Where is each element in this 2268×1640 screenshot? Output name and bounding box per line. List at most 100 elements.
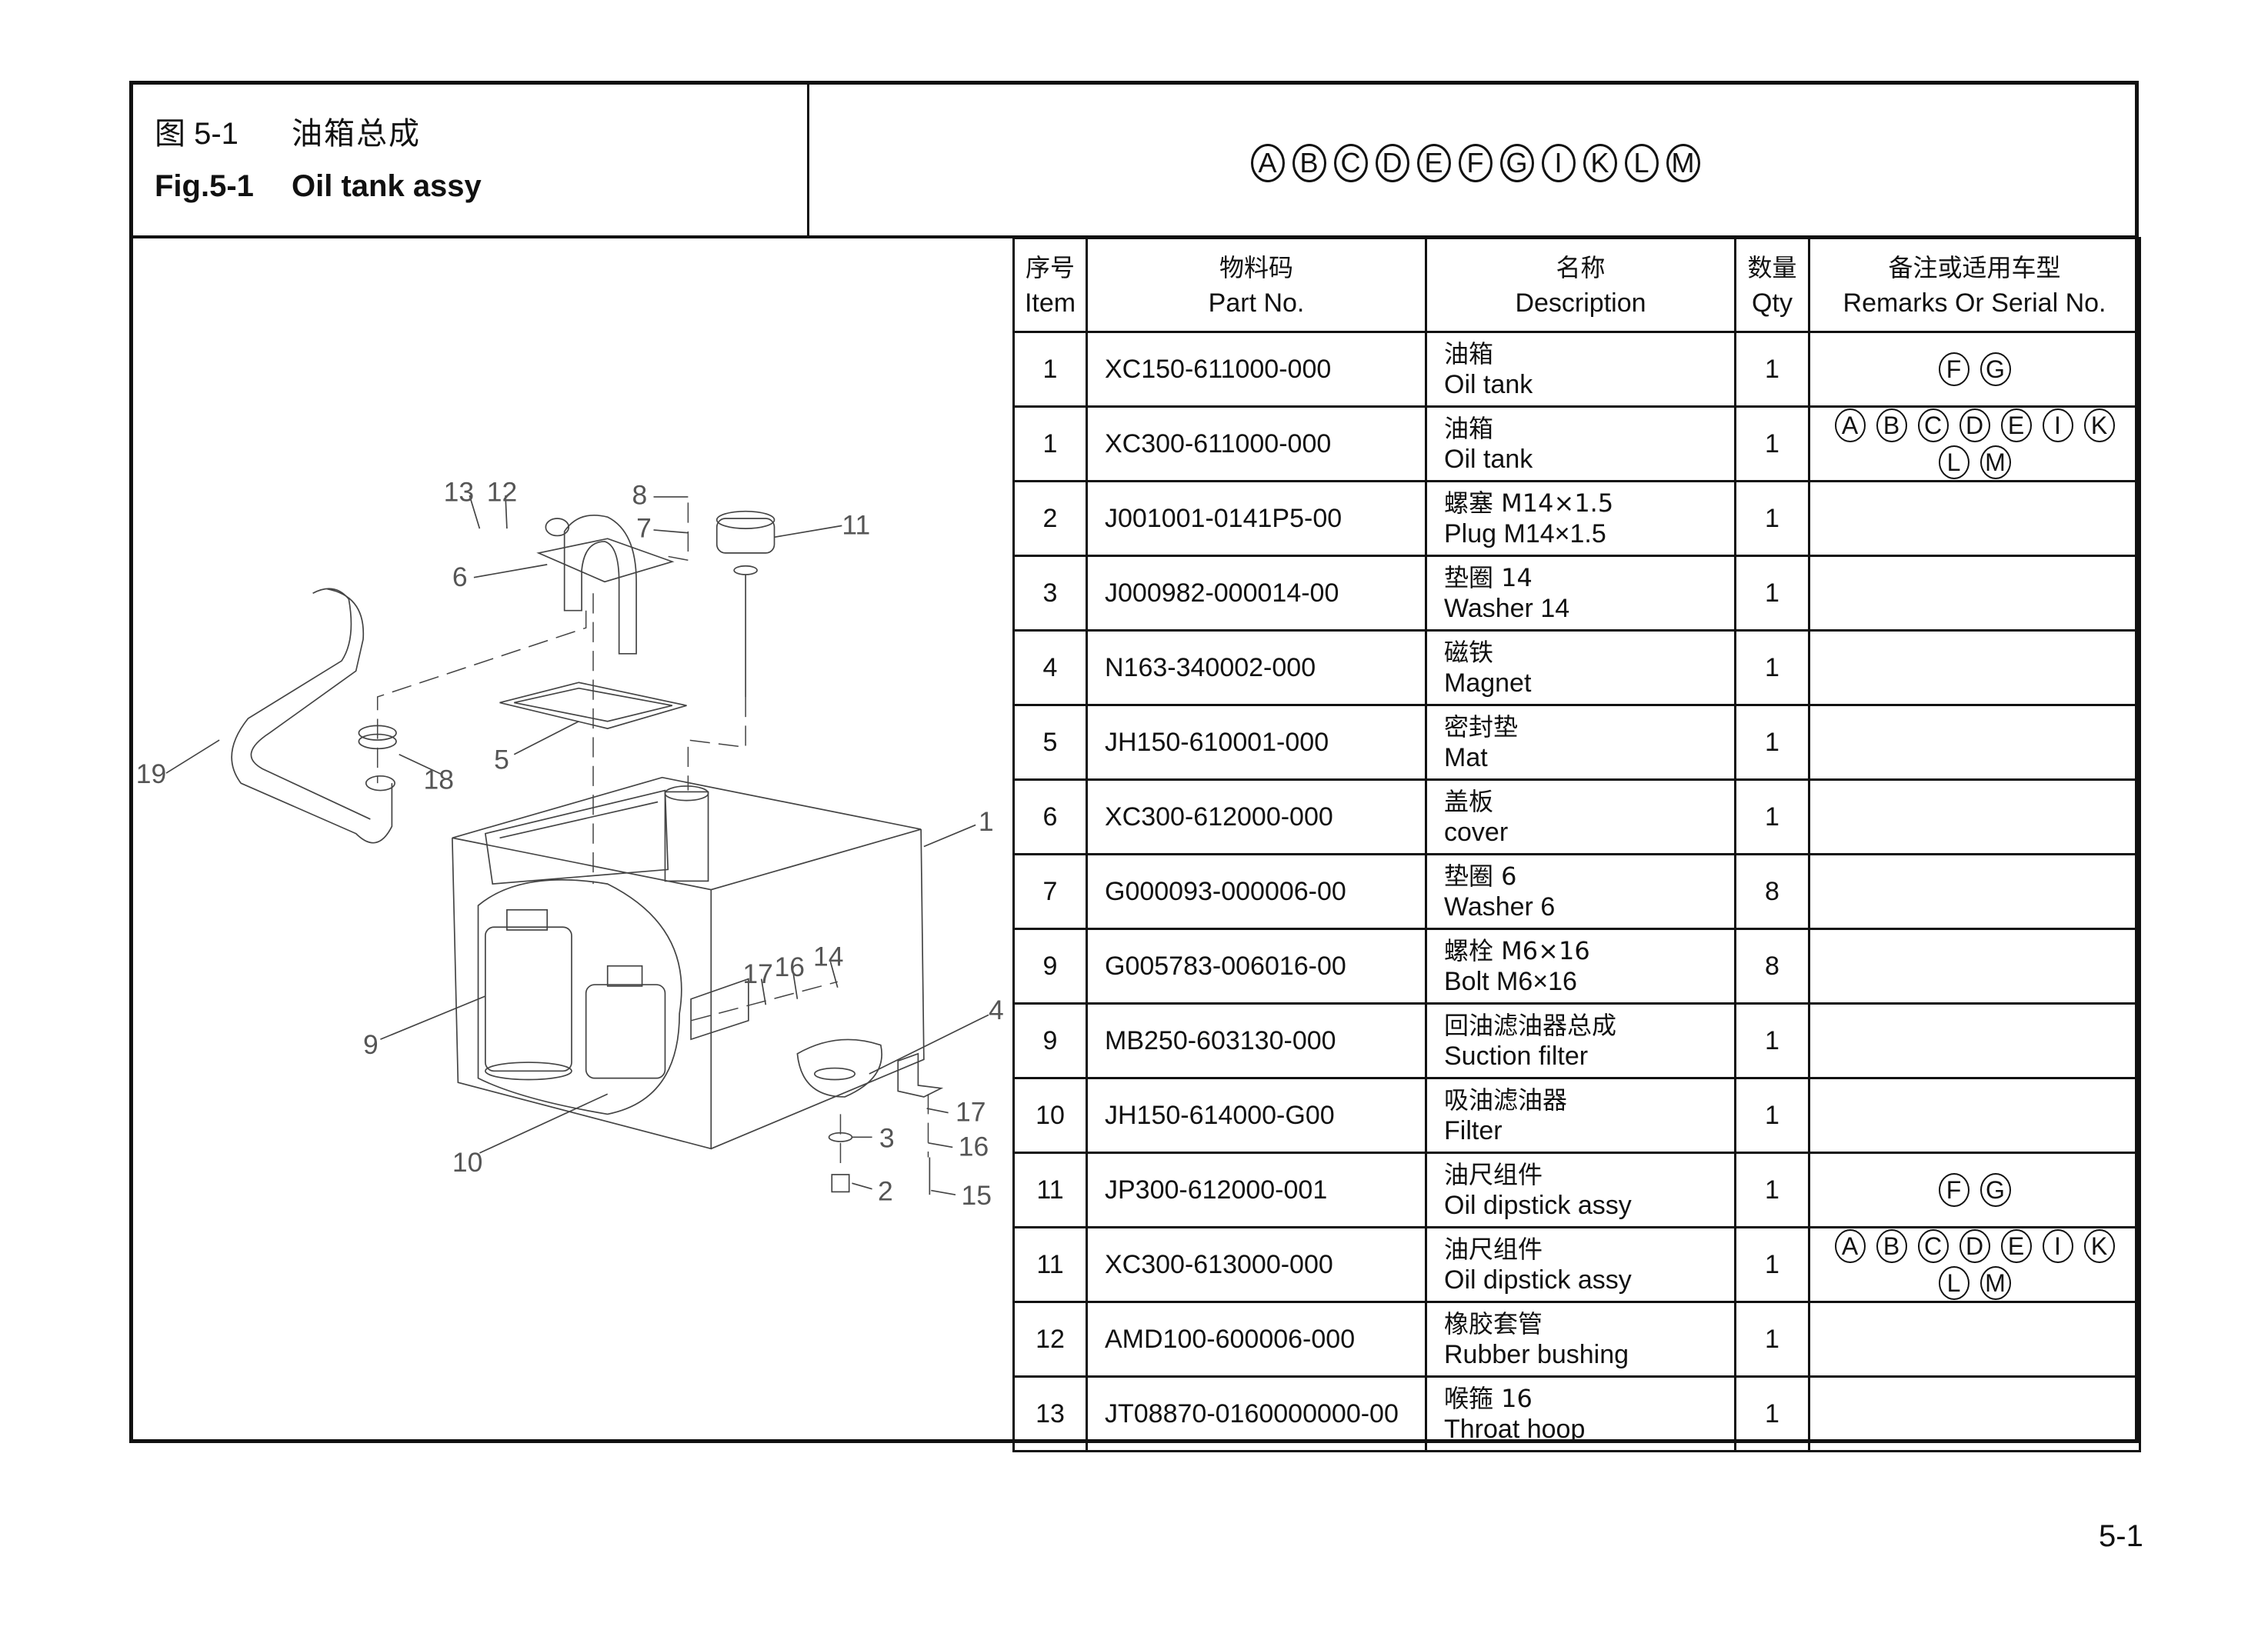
part-number: JT08870-0160000000-00 bbox=[1086, 1375, 1427, 1452]
model-badge-c: C bbox=[1333, 144, 1368, 182]
model-badge-i: I bbox=[1541, 144, 1576, 182]
description-en: Oil dipstick assy bbox=[1444, 1191, 1632, 1220]
description-en: Oil tank bbox=[1444, 445, 1533, 474]
callout-label: 3 bbox=[879, 1122, 895, 1153]
quantity: 8 bbox=[1734, 853, 1810, 930]
quantity: 1 bbox=[1734, 1301, 1810, 1378]
item-number: 7 bbox=[1012, 853, 1088, 930]
model-badge-l: L bbox=[1938, 445, 1969, 479]
model-badge-g: G bbox=[1499, 144, 1534, 182]
part-number: XC300-612000-000 bbox=[1086, 778, 1427, 855]
callout-label: 16 bbox=[959, 1132, 989, 1162]
remarks bbox=[1808, 1002, 2141, 1079]
model-badge-m: M bbox=[1979, 445, 2011, 479]
remarks bbox=[1808, 1077, 2141, 1154]
model-badge-b: B bbox=[1876, 1229, 1907, 1263]
quantity: 1 bbox=[1734, 704, 1810, 781]
callout-label: 5 bbox=[494, 744, 509, 775]
quantity: 1 bbox=[1734, 480, 1810, 557]
model-badge-a: A bbox=[1834, 408, 1866, 442]
description-cn: 垫圈 6 bbox=[1444, 862, 1517, 891]
quantity: 1 bbox=[1734, 1226, 1810, 1303]
callout-label: 17 bbox=[956, 1097, 986, 1128]
item-number: 9 bbox=[1012, 1002, 1088, 1079]
item-number: 1 bbox=[1012, 405, 1088, 482]
remarks bbox=[1808, 928, 2141, 1005]
model-badge-a: A bbox=[1834, 1229, 1866, 1263]
item-number: 12 bbox=[1012, 1301, 1088, 1378]
model-badge-c: C bbox=[1917, 408, 1949, 442]
item-number: 6 bbox=[1012, 778, 1088, 855]
part-number: MB250-603130-000 bbox=[1086, 1002, 1427, 1079]
item-number: 13 bbox=[1012, 1375, 1088, 1452]
part-number: J001001-0141P5-00 bbox=[1086, 480, 1427, 557]
description-cn: 盖板 bbox=[1444, 787, 1494, 816]
description-cn: 油箱 bbox=[1444, 414, 1494, 443]
header-vertical-divider bbox=[807, 81, 809, 237]
model-badge-b: B bbox=[1292, 144, 1326, 182]
part-number: G000093-000006-00 bbox=[1086, 853, 1427, 930]
description-en: Oil tank bbox=[1444, 370, 1533, 399]
model-badge-f: F bbox=[1938, 1173, 1969, 1207]
part-number: N163-340002-000 bbox=[1086, 629, 1427, 706]
description-en: Suction filter bbox=[1444, 1042, 1589, 1071]
description-en: Oil dipstick assy bbox=[1444, 1265, 1632, 1295]
part-number: JP300-612000-001 bbox=[1086, 1152, 1427, 1228]
description-cn: 油箱 bbox=[1444, 339, 1494, 368]
model-badge-f: F bbox=[1938, 352, 1969, 386]
quantity: 1 bbox=[1734, 405, 1810, 482]
description-cn: 吸油滤油器 bbox=[1444, 1085, 1568, 1115]
item-number: 2 bbox=[1012, 480, 1088, 557]
model-badge-k: K bbox=[2083, 1229, 2115, 1263]
description-en: cover bbox=[1444, 818, 1509, 847]
description-en: Washer 6 bbox=[1444, 892, 1556, 922]
description-cn: 密封垫 bbox=[1444, 712, 1519, 742]
model-badge-l: L bbox=[1938, 1266, 1969, 1300]
model-badge-m: M bbox=[1979, 1266, 2011, 1300]
description-cn: 螺栓 M6×16 bbox=[1444, 936, 1590, 965]
remarks bbox=[1808, 480, 2141, 557]
quantity: 1 bbox=[1734, 778, 1810, 855]
callout-label: 7 bbox=[636, 512, 652, 543]
callout-label: 12 bbox=[487, 477, 517, 508]
description-en: Washer 14 bbox=[1444, 594, 1570, 623]
description-cn: 螺塞 M14×1.5 bbox=[1444, 488, 1614, 518]
model-badge-k: K bbox=[1583, 144, 1617, 182]
callout-label: 1 bbox=[979, 806, 994, 837]
callout-label: 6 bbox=[452, 562, 468, 592]
item-number: 4 bbox=[1012, 629, 1088, 706]
callout-label: 8 bbox=[632, 479, 647, 510]
remarks bbox=[1808, 778, 2141, 855]
model-badge-l: L bbox=[1624, 144, 1659, 182]
part-number: XC300-611000-000 bbox=[1086, 405, 1427, 482]
description-cn: 回油滤油器总成 bbox=[1444, 1011, 1617, 1040]
model-badge-d: D bbox=[1959, 408, 1990, 442]
remarks bbox=[1808, 1375, 2141, 1452]
model-badge-g: G bbox=[1979, 352, 2011, 386]
callout-label: 13 bbox=[444, 477, 474, 508]
description-en: Magnet bbox=[1444, 668, 1532, 698]
page-number: 5-1 bbox=[2099, 1519, 2143, 1553]
